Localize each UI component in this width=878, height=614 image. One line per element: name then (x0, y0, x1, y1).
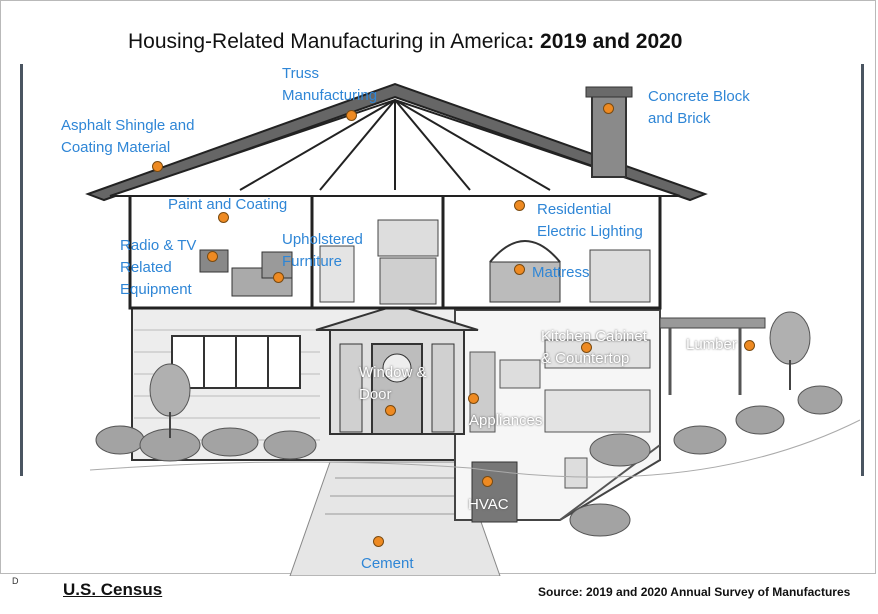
label-hvac: HVAC (468, 496, 509, 513)
label-truss: Truss Manufacturing (282, 65, 378, 104)
mattress-marker (514, 264, 525, 275)
upholstered-marker (273, 272, 284, 283)
label-appliances: Appliances (469, 412, 543, 429)
footer-source-org: U.S. Census (63, 580, 163, 599)
label-lumber: Lumber (686, 336, 737, 353)
label-kitchen: Kitchen Cabinet & Countertop (541, 328, 647, 367)
label-mattress: Mattress (532, 264, 590, 281)
footer-source-note: Source: 2019 and 2020 Annual Survey of M… (538, 585, 851, 599)
label-window: Window & Door (359, 364, 427, 403)
label-lighting: Residential Electric Lighting (537, 201, 643, 240)
title-years: : 2019 and 2020 (527, 30, 683, 53)
lighting-marker (514, 200, 525, 211)
asphalt-marker (152, 161, 163, 172)
radio-marker (207, 251, 218, 262)
truss-marker (346, 110, 357, 121)
label-cement: Cement (361, 555, 414, 572)
page-title: Housing-Related Manufacturing in America… (128, 30, 682, 54)
label-concrete: Concrete Block and Brick (648, 88, 750, 127)
footer-mark: D (12, 576, 19, 586)
window-marker (385, 405, 396, 416)
label-radio: Radio & TV Related Equipment (120, 237, 197, 298)
paint-marker (218, 212, 229, 223)
lumber-marker (744, 340, 755, 351)
cement-marker (373, 536, 384, 547)
right-side-bar (861, 64, 864, 476)
label-asphalt: Asphalt Shingle and Coating Material (61, 117, 195, 156)
left-side-bar (20, 64, 23, 476)
title-main: Housing-Related Manufacturing in America (128, 30, 528, 53)
label-upholstered: Upholstered Furniture (282, 231, 363, 270)
appliances-marker (468, 393, 479, 404)
concrete-marker (603, 103, 614, 114)
hvac-marker (482, 476, 493, 487)
house-illustration (85, 82, 861, 576)
label-paint: Paint and Coating (168, 196, 288, 213)
kitchen-marker (581, 342, 592, 353)
